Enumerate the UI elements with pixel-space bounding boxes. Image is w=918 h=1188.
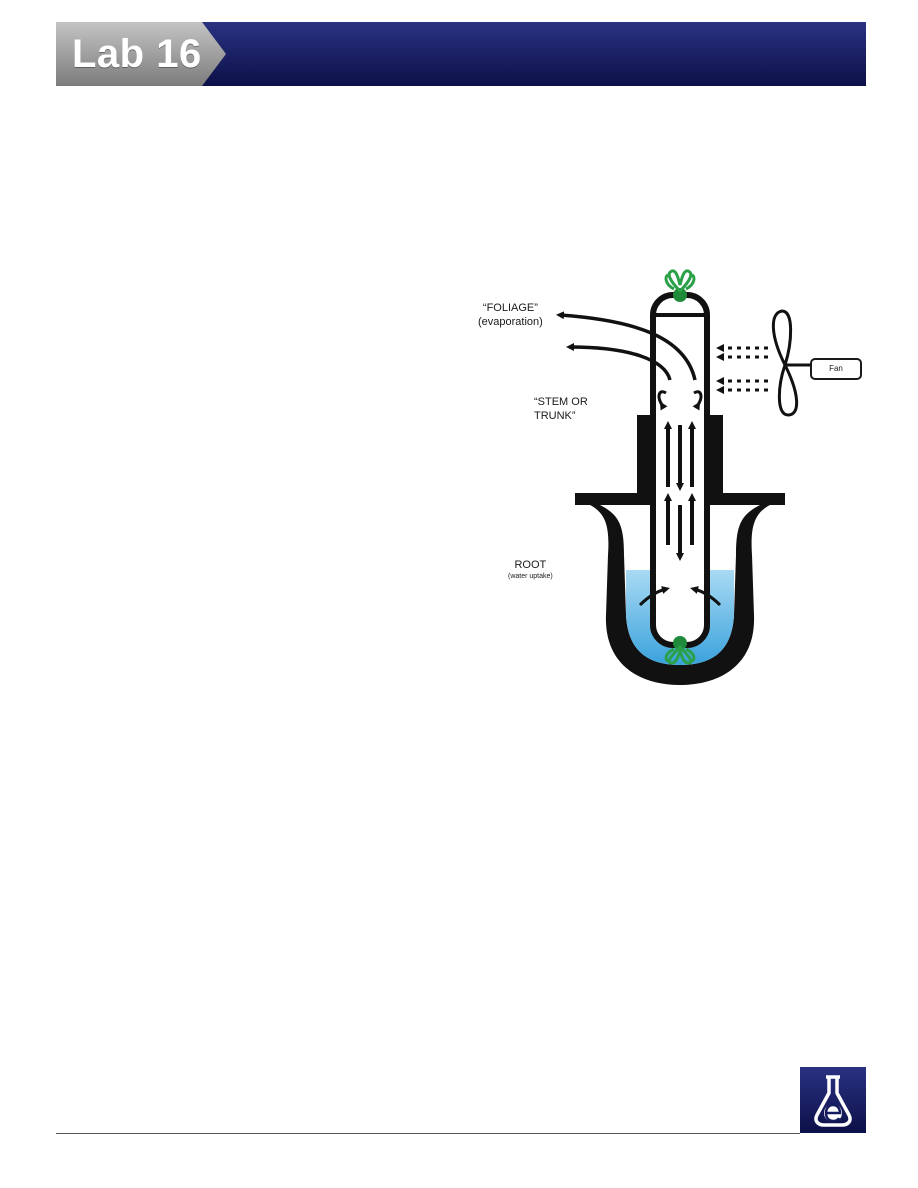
fan-label: Fan (810, 358, 862, 380)
plant-cap-bottom (664, 636, 696, 665)
footer-divider (56, 1133, 800, 1134)
header-banner-graphic (56, 22, 866, 86)
foliage-label: “FOLIAGE” (evaporation) (478, 302, 543, 328)
pot (590, 505, 770, 685)
page-title: Lab 16 (72, 32, 202, 76)
root-label: ROOT (water uptake) (508, 559, 553, 581)
collar-top (637, 415, 653, 495)
transpiration-model-diagram: “FOLIAGE” (evaporation) “STEM OR TRUNK” … (470, 265, 870, 695)
stem-label: “STEM OR TRUNK” (534, 396, 588, 422)
fan-icon (771, 309, 812, 417)
collar-top-right (707, 415, 723, 495)
header-banner: Lab 16 (56, 22, 866, 86)
diagram-graphic (556, 269, 812, 685)
plant-cap-top (664, 269, 696, 302)
flask-e-logo-icon (800, 1067, 866, 1133)
